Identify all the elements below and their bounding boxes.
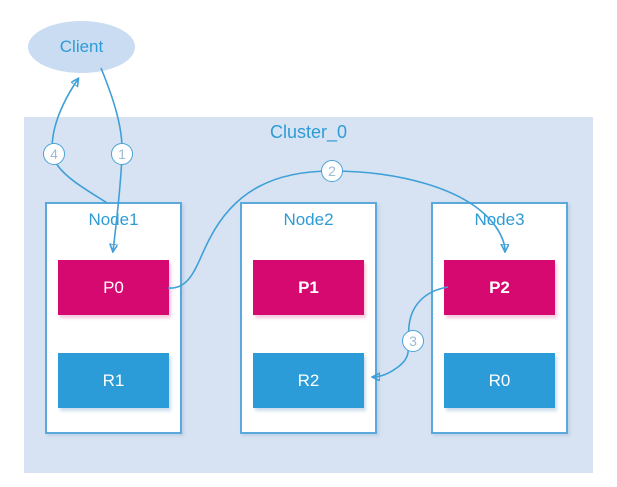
step-badge-3-number: 3 — [409, 333, 417, 349]
node3-replica-shard: R0 — [444, 353, 555, 408]
node3-label: Node3 — [474, 210, 525, 229]
node1-replica-shard: R1 — [58, 353, 169, 408]
step-badge-2: 2 — [321, 160, 343, 182]
step-badge-2-number: 2 — [328, 163, 336, 179]
step-badge-1-number: 1 — [118, 146, 126, 162]
cluster-title: Cluster_0 — [269, 122, 348, 142]
step-badge-4: 4 — [43, 143, 65, 165]
node2-label: Node2 — [283, 210, 334, 229]
client-label: Client — [59, 37, 104, 56]
step-badge-3: 3 — [402, 330, 424, 352]
client-ellipse: Client — [28, 21, 135, 73]
node1-box: Node1 P0 R1 — [45, 202, 182, 434]
node1-label: Node1 — [88, 210, 139, 229]
node3-primary-shard: P2 — [444, 260, 555, 315]
step-badge-4-number: 4 — [50, 146, 58, 162]
step-badge-1: 1 — [111, 143, 133, 165]
node2-primary-shard: P1 — [253, 260, 364, 315]
node1-primary-shard: P0 — [58, 260, 169, 315]
node3-box: Node3 P2 R0 — [431, 202, 568, 434]
node2-replica-shard: R2 — [253, 353, 364, 408]
node2-box: Node2 P1 R2 — [240, 202, 377, 434]
